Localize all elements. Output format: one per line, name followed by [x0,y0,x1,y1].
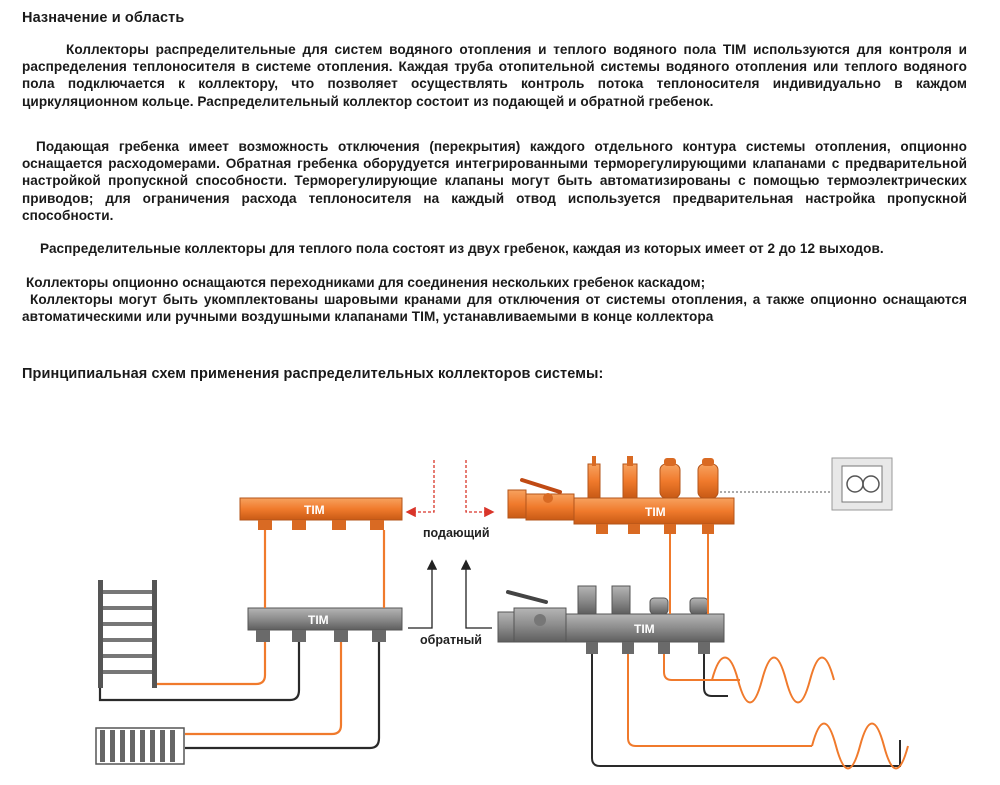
paragraph-cascade: Коллекторы опционно оснащаются переходни… [26,275,706,290]
tim-label: TIM [308,613,329,627]
paragraph-ball-valves: Коллекторы могут быть укомплектованы шар… [22,292,967,325]
paragraph-purpose: Коллекторы распределительные для систем … [22,42,967,109]
manifold-scheme-diagram: TIM TIM [95,456,909,770]
left-supply-manifold: TIM [239,497,403,530]
diagram-title: Принципиальная схем применения распредел… [22,366,604,382]
tim-label: TIM [304,503,325,517]
tim-label: TIM [645,505,666,519]
return-arrows [408,559,492,629]
section-title: Назначение и область [22,10,185,26]
return-label: обратный [420,633,482,647]
tim-label: TIM [634,622,655,636]
paragraph-floor-heating: Распределительные коллекторы для теплого… [40,241,884,256]
supply-arrows [405,460,495,518]
right-supply-manifold: TIM [507,456,735,534]
sectional-radiator [95,727,185,765]
paragraph-supply-manifold: Подающая гребенка имеет возможность откл… [22,139,967,223]
supply-label: подающий [423,526,490,540]
towel-radiator [98,580,157,688]
left-return-manifold: TIM [247,607,403,642]
room-thermostat [831,457,893,511]
right-return-manifold: TIM [497,585,725,654]
